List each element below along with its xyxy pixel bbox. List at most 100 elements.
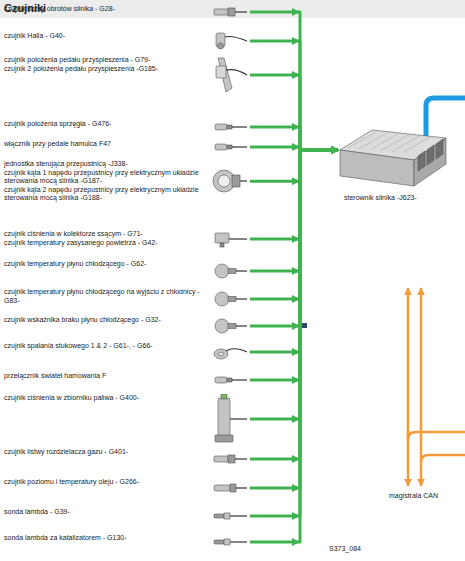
sensor-entry: czujnik temperatury płynu chłodzącego - … (4, 260, 250, 282)
sensor-icon (212, 32, 248, 50)
sensor-label: czujnik poziomu i temperatury oleju - G2… (4, 478, 204, 487)
can-line (407, 288, 410, 486)
text-group: czujnik liczby obrotów silnika - G28- (4, 5, 204, 14)
signal-line (250, 150, 338, 181)
text-group: czujnik temperatury płynu chłodzącego na… (4, 288, 204, 305)
text-group: czujnik wskaźnika braku płynu chłodząceg… (4, 316, 204, 325)
unit-label: sterownik silnika -J623- (344, 194, 454, 203)
bus-entry-arrow (292, 8, 300, 16)
sensor-icon (212, 534, 248, 550)
signal-line (250, 150, 338, 488)
sensor-entry: sonda lambda - G39- (4, 508, 250, 524)
sensor-entry: sonda lambda za katalizatorem - G130- (4, 534, 250, 550)
sensor-icon (212, 140, 248, 154)
bus-entry-arrow (292, 295, 300, 303)
signal-line (250, 41, 338, 150)
sensor-entry: czujnik listwy rozdzielacza gazu - G401- (4, 448, 250, 470)
sensor-label: czujnik położenia pedału przyspieszenia … (4, 56, 204, 65)
sensor-label: jednostka sterująca przepustnicą -J338- (4, 160, 204, 169)
signal-line (250, 150, 338, 516)
sensor-icon (212, 5, 248, 19)
sensor-label: czujnik kąta 2 napędu przepustnicy przy … (4, 186, 204, 203)
text-group: włącznik przy pedale hamulca F47 (4, 140, 204, 149)
sensor-label: czujnik liczby obrotów silnika - G28- (4, 5, 204, 14)
bus-entry-arrow (292, 538, 300, 546)
bus-label: magistrala CAN (388, 492, 439, 501)
text-group: czujnik temperatury płynu chłodzącego - … (4, 260, 204, 269)
sensor-icon (212, 372, 248, 388)
blue-bus (426, 98, 465, 140)
signal-line (250, 150, 338, 239)
sensor-entry: czujnik wskaźnika braku płynu chłodząceg… (4, 316, 250, 336)
sensor-label: czujnik ciśnienia w kolektorze ssącym - … (4, 230, 204, 239)
bus-entry-arrow (292, 71, 300, 79)
text-group: czujnik położenia pedału przyspieszenia … (4, 56, 204, 73)
text-group: sonda lambda za katalizatorem - G130- (4, 534, 204, 543)
can-branch (408, 430, 465, 440)
bus-entry-arrow (292, 348, 300, 356)
signal-line (250, 150, 338, 380)
sensor-entry: czujnik położenia sprzęgła - G476- (4, 120, 250, 134)
text-group: przełącznik świateł hamowania F (4, 372, 204, 381)
sensor-label: czujnik kąta 1 napędu przepustnicy przy … (4, 169, 204, 186)
bus-entry-arrow (292, 376, 300, 384)
sensor-entry: czujnik temperatury płynu chłodzącego na… (4, 288, 250, 310)
sensor-entry: czujnik liczby obrotów silnika - G28- (4, 5, 250, 19)
figure-code: S373_084 (328, 545, 362, 554)
sensor-entry: czujnik poziomu i temperatury oleju - G2… (4, 478, 250, 498)
signal-line (250, 150, 338, 299)
signal-line (250, 127, 338, 150)
bus-entry-arrow (292, 322, 300, 330)
text-group: czujnik Halla - G40- (4, 32, 204, 41)
sensor-icon (212, 165, 248, 197)
sensor-label: czujnik Halla - G40- (4, 32, 204, 41)
text-group: czujnik ciśnienia w zbiorniku paliwa - G… (4, 394, 204, 403)
signal-line (250, 150, 338, 352)
sensor-entry: przełącznik świateł hamowania F (4, 372, 250, 388)
text-group: jednostka sterująca przepustnicą -J338-c… (4, 160, 204, 203)
sensor-icon (212, 120, 248, 134)
text-group: sonda lambda - G39- (4, 508, 204, 517)
ecu-drawing (338, 128, 448, 190)
sensor-icon (212, 478, 248, 498)
text-group: czujnik położenia sprzęgła - G476- (4, 120, 204, 129)
sensor-label: sonda lambda - G39- (4, 508, 204, 517)
sensor-icon (212, 288, 248, 310)
sensor-label: czujnik wskaźnika braku płynu chłodząceg… (4, 316, 204, 325)
bus-entry-arrow (292, 512, 300, 520)
can-branch (421, 455, 465, 462)
sensor-label: czujnik temperatury płynu chłodzącego na… (4, 288, 204, 305)
sensor-entry: czujnik ciśnienia w kolektorze ssącym - … (4, 230, 250, 248)
signal-line (250, 12, 338, 150)
bus-entry-arrow (292, 455, 300, 463)
sensor-entry: czujnik położenia pedału przyspieszenia … (4, 56, 250, 94)
sensor-label: czujnik spalania stukowego 1 & 2 - G61-,… (4, 342, 204, 351)
sensor-label: przełącznik świateł hamowania F (4, 372, 204, 381)
sensor-label: czujnik temperatury zasysanego powietrza… (4, 239, 204, 248)
bus-entry-arrow (292, 177, 300, 185)
sensor-icon (212, 56, 248, 94)
sensor-label: czujnik listwy rozdzielacza gazu - G401- (4, 448, 204, 457)
sensor-label: włącznik przy pedale hamulca F47 (4, 140, 204, 149)
sensor-icon (212, 230, 248, 248)
sensor-label: czujnik temperatury płynu chłodzącego - … (4, 260, 204, 269)
text-group: czujnik poziomu i temperatury oleju - G2… (4, 478, 204, 487)
sensor-icon (212, 342, 248, 362)
sensor-label: czujnik położenia sprzęgła - G476- (4, 120, 204, 129)
sensor-label: czujnik ciśnienia w zbiorniku paliwa - G… (4, 394, 204, 403)
control-unit: sterownik silnika -J623- (338, 128, 450, 203)
bus-entry-arrow (292, 37, 300, 45)
signal-line (250, 150, 338, 419)
sensor-icon (212, 448, 248, 470)
signal-line (250, 150, 338, 326)
signal-line (250, 150, 338, 542)
sensor-entry: jednostka sterująca przepustnicą -J338-c… (4, 160, 250, 203)
bus-entry-arrow (292, 267, 300, 275)
bus-entry-arrow (292, 484, 300, 492)
sensor-label: sonda lambda za katalizatorem - G130- (4, 534, 204, 543)
sensor-entry: czujnik Halla - G40- (4, 32, 250, 50)
bus-entry-arrow (292, 143, 300, 151)
sensor-entry: czujnik ciśnienia w zbiorniku paliwa - G… (4, 394, 250, 444)
text-group: czujnik spalania stukowego 1 & 2 - G61-,… (4, 342, 204, 351)
